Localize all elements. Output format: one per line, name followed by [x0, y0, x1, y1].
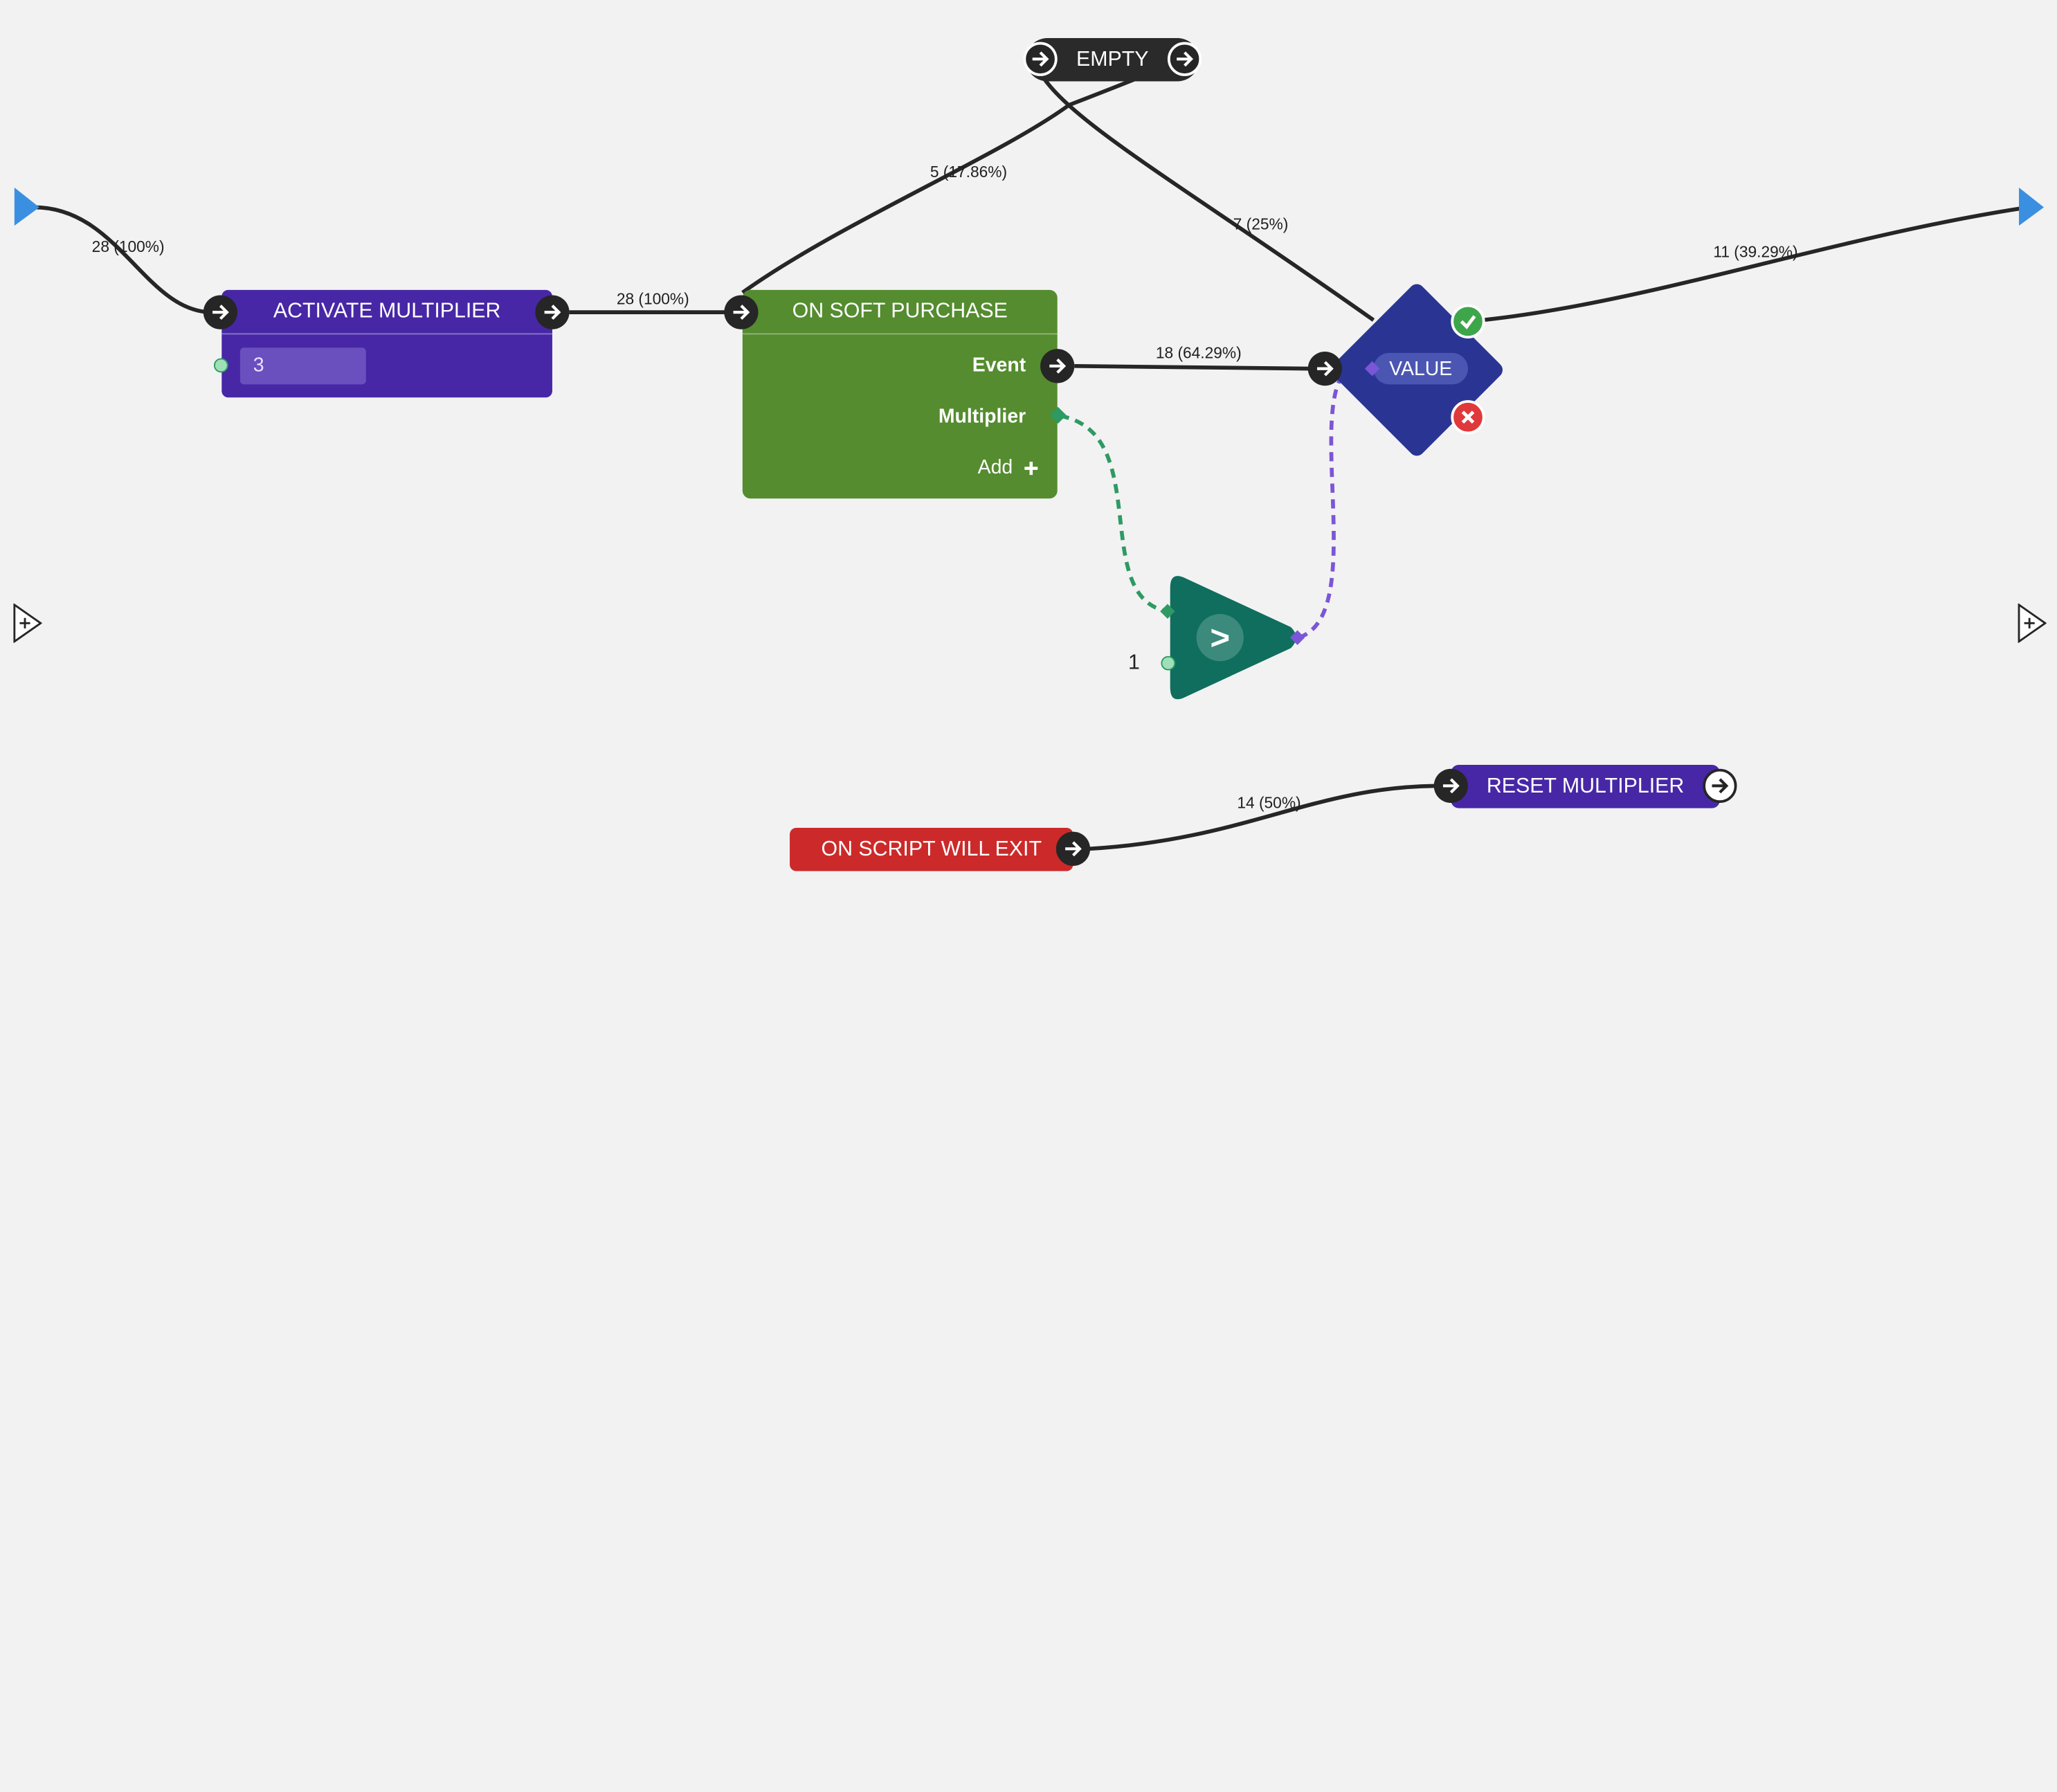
- wire-label-exit-reset: 14 (50%): [1237, 794, 1301, 812]
- reset-flow-out-pin[interactable]: [1703, 768, 1737, 803]
- arrow-right-icon: [544, 305, 561, 320]
- wire-empty-to-value[interactable]: [1035, 67, 1375, 322]
- x-icon: [1461, 410, 1475, 424]
- compare-b-value[interactable]: 1: [1128, 652, 1140, 675]
- connection-layer: 28 (100%) 28 (100%) 5 (17.86%) 7 (25%) 1…: [14, 57, 2045, 851]
- wire-value-true-to-exit[interactable]: [1482, 205, 2029, 323]
- exit-marker-icon[interactable]: [2019, 188, 2045, 226]
- reset-multiplier-node[interactable]: RESET MULTIPLIER: [1451, 765, 1720, 808]
- wire-label-event-value: 18 (64.29%): [1156, 343, 1242, 361]
- on-soft-purchase-node[interactable]: ON SOFT PURCHASE Event Multiplier Add: [742, 289, 1058, 499]
- script-exit-flow-out-pin[interactable]: [1055, 831, 1091, 866]
- true-branch-pin[interactable]: [1451, 304, 1485, 339]
- arrow-right-icon: [212, 305, 229, 320]
- wire-label-purchase-empty: 5 (17.86%): [930, 163, 1007, 181]
- wire-script-exit-to-reset[interactable]: [1089, 784, 1437, 851]
- wire-label-value-exit: 11 (39.29%): [1713, 242, 1797, 260]
- activate-value-in-port[interactable]: [213, 358, 228, 373]
- arrow-right-icon: [1049, 358, 1067, 374]
- empty-title: EMPTY: [1076, 48, 1149, 71]
- wire-entry-to-activate[interactable]: [34, 205, 210, 314]
- multiplier-value-input[interactable]: 3: [239, 347, 366, 385]
- compare-node[interactable]: [1162, 572, 1304, 705]
- value-flow-in-pin[interactable]: [1307, 351, 1342, 386]
- activate-flow-out-pin[interactable]: [535, 295, 570, 329]
- add-output-button[interactable]: Add: [978, 457, 1040, 479]
- on-script-will-exit-title: ON SCRIPT WILL EXIT: [821, 838, 1042, 860]
- arrow-right-icon: [1032, 51, 1049, 67]
- event-output-label: Event: [972, 354, 1026, 377]
- arrow-right-icon: [733, 305, 750, 320]
- arrow-right-icon: [1712, 778, 1729, 794]
- compare-b-in-port[interactable]: [1161, 655, 1176, 671]
- activate-multiplier-node[interactable]: ACTIVATE MULTIPLIER 3: [221, 289, 552, 398]
- add-port-right-icon[interactable]: [2018, 603, 2047, 643]
- false-branch-pin[interactable]: [1451, 400, 1485, 435]
- arrow-right-icon: [1177, 51, 1193, 67]
- entry-marker-icon[interactable]: [14, 188, 39, 226]
- wire-label-empty-value: 7 (25%): [1233, 215, 1289, 233]
- empty-flow-in-pin[interactable]: [1023, 42, 1058, 76]
- reset-flow-in-pin[interactable]: [1433, 768, 1468, 803]
- wire-multiplier-to-compare[interactable]: [1059, 414, 1168, 614]
- reset-multiplier-title: RESET MULTIPLIER: [1486, 775, 1685, 797]
- compare-operator: >: [1210, 617, 1231, 657]
- wire-label-activate: 28 (100%): [617, 290, 689, 308]
- multiplier-output-label: Multiplier: [938, 405, 1026, 428]
- event-flow-out-pin[interactable]: [1040, 349, 1075, 383]
- on-script-will-exit-node[interactable]: ON SCRIPT WILL EXIT: [790, 827, 1073, 871]
- empty-flow-out-pin[interactable]: [1167, 42, 1202, 76]
- arrow-right-icon: [1065, 841, 1082, 857]
- wire-label-entry: 28 (100%): [92, 237, 165, 255]
- arrow-right-icon: [1442, 778, 1460, 794]
- on-soft-purchase-title: ON SOFT PURCHASE: [792, 300, 1008, 323]
- add-output-label: Add: [977, 456, 1013, 479]
- activate-multiplier-title: ACTIVATE MULTIPLIER: [273, 300, 501, 323]
- wire-compare-to-value[interactable]: [1298, 377, 1343, 640]
- arrow-right-icon: [1316, 361, 1334, 377]
- purchase-flow-in-pin[interactable]: [724, 295, 759, 329]
- plus-icon: [1024, 461, 1038, 475]
- value-condition-title: VALUE: [1373, 352, 1468, 385]
- check-icon: [1460, 315, 1476, 329]
- wire-event-to-value[interactable]: [1074, 363, 1312, 371]
- activate-flow-in-pin[interactable]: [203, 295, 238, 329]
- add-port-left-icon[interactable]: [13, 603, 42, 643]
